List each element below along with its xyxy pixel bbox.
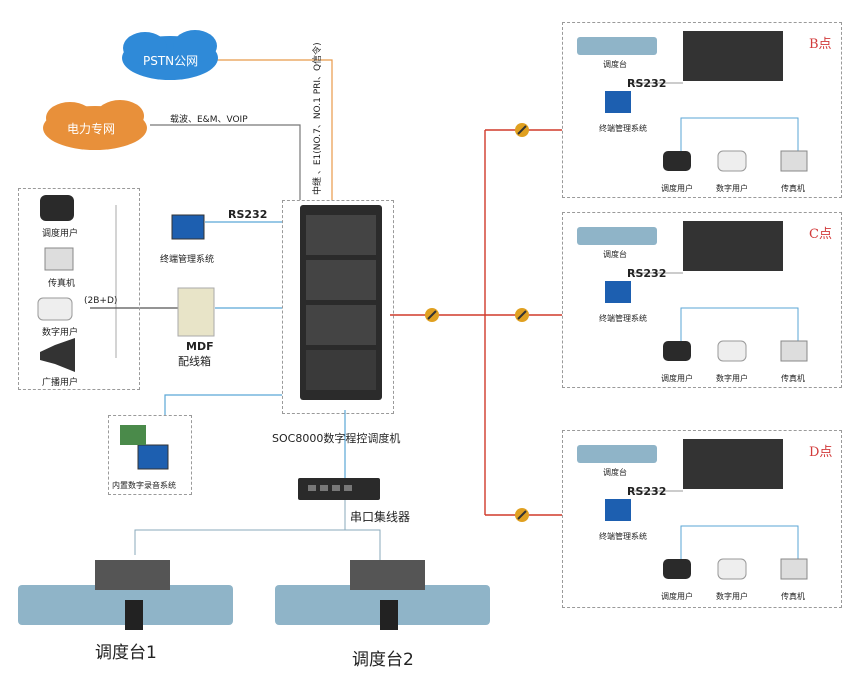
power-cloud-label: 电力专网	[67, 122, 116, 136]
isdn-label: (2B+D)	[84, 296, 118, 306]
site-user-dispatch: 调度用户	[661, 184, 693, 193]
site-user-digital: 数字用户	[716, 184, 748, 193]
site-phone-icon	[663, 559, 691, 579]
site-graphics	[577, 31, 808, 172]
left-user-digital: 数字用户	[42, 328, 79, 338]
site-console-icon	[577, 227, 657, 245]
site-terminal-label: 终端管理系统	[599, 314, 647, 323]
site-user-fax: 传真机	[781, 184, 805, 193]
site-user-dispatch: 调度用户	[661, 592, 693, 601]
site-graphics	[577, 221, 808, 362]
site-switch-icon	[683, 221, 783, 271]
switch-label: SOC8000数字程控调度机	[272, 432, 401, 445]
site-switch-icon	[683, 31, 783, 81]
pstn-link	[215, 59, 333, 200]
site-name: D点	[809, 445, 833, 460]
power-protocols-label: 载波、E&M、VOIP	[170, 115, 248, 125]
fiber-connector-icon	[515, 308, 529, 322]
digital-phone-icon	[37, 297, 73, 321]
recorder-link	[164, 394, 282, 415]
pstn-trunk-label: 中继 、E1(NO.7、NO.1 PRI、Q信令)	[313, 42, 323, 195]
recorder-label: 内置数字录音系统	[112, 481, 176, 490]
serial-hub-icon	[298, 478, 380, 500]
site-console-label: 调度台	[603, 468, 627, 477]
recorder-board-icon	[120, 425, 146, 445]
site-digital-phone-icon	[717, 340, 747, 362]
site-console-label: 调度台	[603, 250, 627, 259]
power-link	[150, 124, 301, 200]
site-console-icon	[577, 445, 657, 463]
switch-cabinet-icon	[300, 205, 382, 400]
left-user-broadcast: 广播用户	[42, 378, 79, 388]
recorder-group	[108, 415, 192, 495]
recorder-monitor-icon	[137, 444, 169, 470]
left-user-group	[18, 188, 140, 390]
mdf-sublabel: 配线箱	[178, 355, 211, 368]
site-fax-icon	[780, 558, 808, 580]
site-rs232-label: RS232	[627, 485, 667, 498]
site-name: C点	[809, 227, 832, 242]
fiber-connector-icon	[515, 508, 529, 522]
site-phone-icon	[663, 151, 691, 171]
fax-icon	[44, 247, 74, 271]
site-user-fax: 传真机	[781, 374, 805, 383]
console-2-label: 调度台2	[352, 650, 414, 670]
site-digital-phone-icon	[717, 558, 747, 580]
mdf-box-icon	[177, 287, 215, 337]
site-digital-phone-icon	[717, 150, 747, 172]
phone-icon	[40, 195, 74, 221]
site-terminal-icon	[605, 91, 631, 113]
site-terminal-label: 终端管理系统	[599, 124, 647, 133]
dispatch-console-icon	[18, 560, 233, 630]
site-switch-icon	[683, 439, 783, 489]
power-cloud-icon	[43, 100, 147, 150]
pstn-cloud-label: PSTN公网	[143, 54, 199, 68]
site-console-label: 调度台	[603, 60, 627, 69]
site-rs232-label: RS232	[627, 267, 667, 280]
site-user-links	[680, 525, 799, 561]
pstn-cloud-icon	[122, 30, 218, 80]
site-graphics	[577, 439, 808, 580]
site-fax-icon	[780, 340, 808, 362]
site-terminal-icon	[605, 281, 631, 303]
site-user-digital: 数字用户	[716, 592, 748, 601]
mdf-label: MDF	[186, 340, 214, 353]
site-user-links	[680, 307, 799, 343]
fiber-connector-icon	[425, 308, 439, 322]
site-name: B点	[809, 37, 832, 52]
site-console-icon	[577, 37, 657, 55]
site-rs232-label: RS232	[627, 77, 667, 90]
terminal-mgmt-label: 终端管理系统	[160, 255, 215, 265]
site-user-links	[680, 117, 799, 153]
console-1-label: 调度台1	[95, 643, 157, 663]
site-phone-icon	[663, 341, 691, 361]
site-user-digital: 数字用户	[716, 374, 748, 383]
console-links	[134, 500, 381, 560]
site-user-dispatch: 调度用户	[661, 374, 693, 383]
site-user-fax: 传真机	[781, 592, 805, 601]
dispatch-console-icon	[275, 560, 490, 630]
speaker-icon	[40, 338, 75, 372]
rs232-label-center: RS232	[228, 208, 268, 221]
left-user-fax: 传真机	[48, 279, 76, 289]
fiber-connector-icon	[515, 123, 529, 137]
left-user-dispatch: 调度用户	[42, 229, 79, 239]
terminal-monitor-icon	[171, 214, 205, 240]
site-fax-icon	[780, 150, 808, 172]
site-terminal-label: 终端管理系统	[599, 532, 647, 541]
site-terminal-icon	[605, 499, 631, 521]
center-switch-group	[282, 200, 394, 414]
hub-label: 串口集线器	[350, 510, 411, 524]
